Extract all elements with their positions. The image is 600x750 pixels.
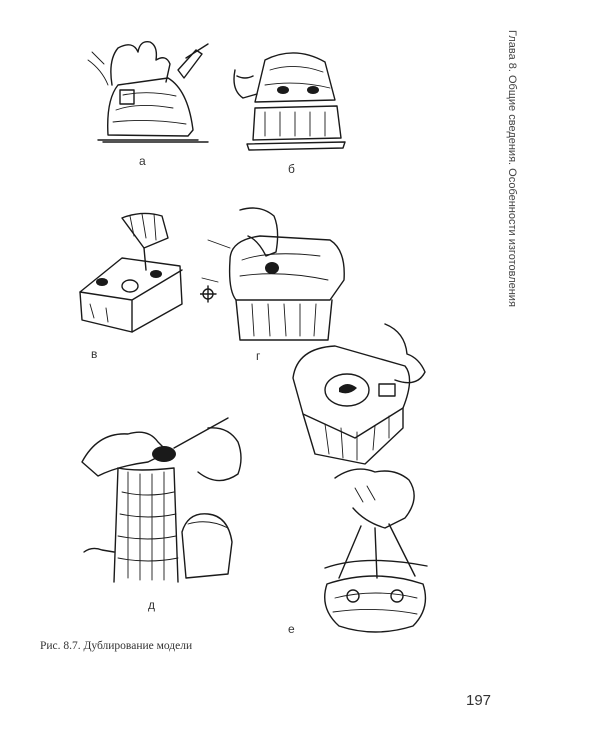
illustration-panel-tilted-mold: [285, 318, 435, 466]
page-number: 197: [466, 692, 492, 709]
running-head: Глава 8. Общие сведения. Особенности изг…: [506, 30, 518, 307]
illustration-panel-e: [305, 458, 445, 638]
panel-label-a: а: [139, 154, 146, 168]
panel-label-e: е: [288, 622, 295, 636]
panel-label-g: г: [256, 349, 261, 363]
illustration-panel-g: [200, 200, 350, 350]
illustration-panel-d: [78, 402, 268, 592]
panel-label-b: б: [288, 162, 295, 176]
panel-label-v: в: [91, 347, 98, 361]
panel-label-d: д: [148, 598, 156, 612]
illustration-panel-v: [72, 208, 190, 338]
illustration-panel-a: [78, 30, 218, 148]
illustration-panel-b: [225, 40, 355, 155]
figure-caption: Рис. 8.7. Дублирование модели: [40, 640, 193, 652]
